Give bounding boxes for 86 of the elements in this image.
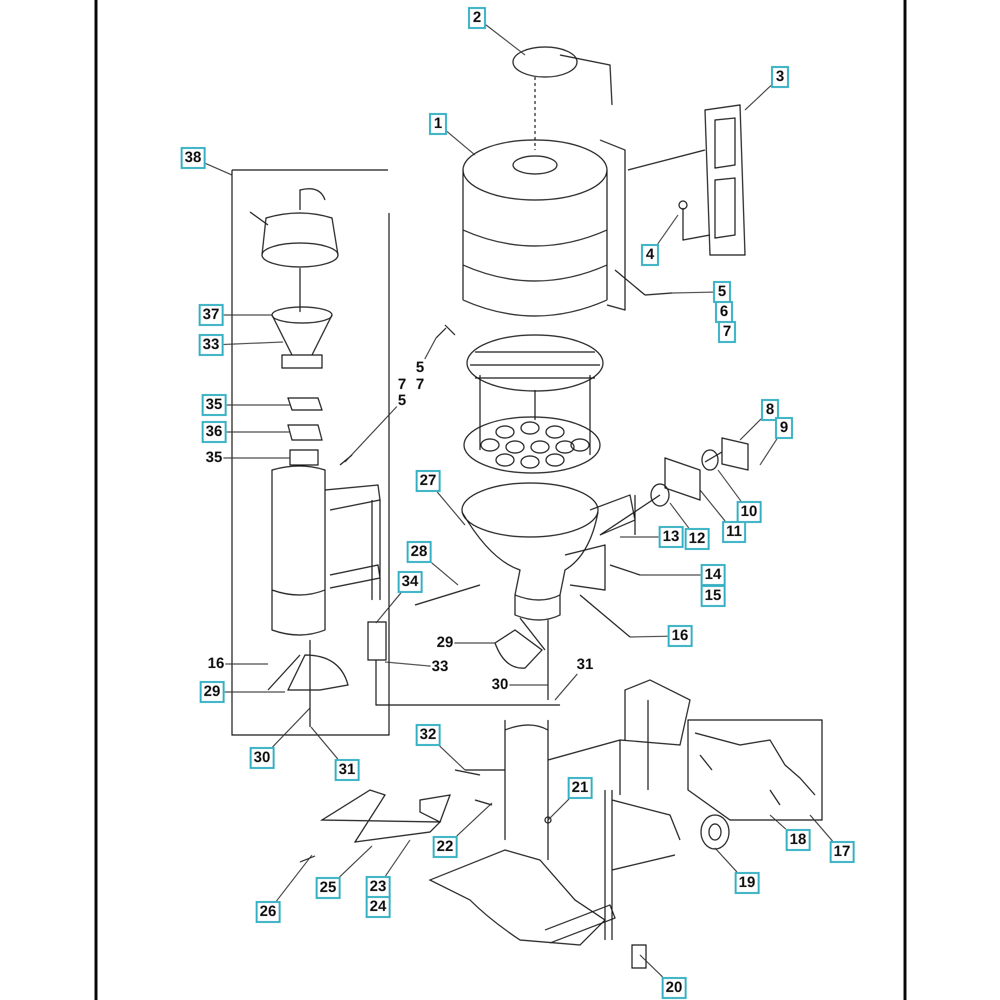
- leader-line: [446, 131, 476, 156]
- leader-line: [310, 726, 338, 760]
- leader-line: [424, 338, 436, 360]
- leader-line: [344, 406, 398, 462]
- leader-line: [204, 162, 232, 176]
- callout-number: 24: [366, 896, 390, 918]
- callout-number: 5: [396, 392, 408, 410]
- leader-line: [508, 684, 548, 686]
- callout-number: 28: [406, 541, 432, 563]
- callout-number: 7: [718, 321, 736, 343]
- leader-line: [439, 746, 466, 770]
- callout-number: 36: [202, 421, 226, 443]
- callout-number: 32: [416, 724, 440, 746]
- callout-number: 14: [700, 564, 726, 586]
- callout-number: 5: [713, 281, 731, 303]
- leader-line: [554, 674, 578, 700]
- callout-number: 22: [432, 836, 458, 858]
- leader-line: [640, 954, 664, 978]
- callout-number: 16: [668, 625, 692, 647]
- leader-line: [272, 708, 310, 748]
- callout-number: 15: [700, 585, 726, 607]
- leader-line: [548, 798, 570, 820]
- callout-number: 29: [200, 681, 224, 703]
- callout-number: 31: [576, 656, 594, 674]
- callout-number: 34: [398, 571, 422, 593]
- callout-number: 5: [414, 359, 426, 377]
- leader-line: [657, 214, 678, 244]
- callout-number: 11: [722, 521, 746, 543]
- callout-number: 35: [204, 449, 224, 467]
- callout-number: 8: [761, 399, 779, 421]
- leader-line: [620, 536, 660, 538]
- callout-number: 37: [198, 304, 224, 326]
- callout-number: 4: [641, 244, 659, 266]
- callout-number: 25: [316, 877, 340, 899]
- callout-number: 7: [414, 376, 426, 394]
- leader-line: [384, 662, 432, 667]
- callout-number: 17: [830, 841, 854, 863]
- leader-line: [640, 574, 702, 576]
- leader-line: [436, 492, 466, 526]
- callout-number: 16: [206, 655, 226, 673]
- leader-line: [770, 814, 786, 830]
- callout-number: 38: [180, 147, 206, 169]
- callout-number: 9: [775, 417, 793, 439]
- callout-number: 3: [771, 66, 789, 88]
- callout-number: 2: [468, 7, 486, 29]
- leader-line: [672, 292, 714, 294]
- leader-line: [454, 642, 496, 644]
- leader-line: [700, 490, 726, 522]
- leader-line: [760, 438, 778, 466]
- leader-line: [222, 342, 284, 345]
- leader-line: [810, 814, 833, 842]
- leader-line: [630, 636, 668, 638]
- leader-line: [718, 470, 742, 502]
- callout-number: 18: [786, 829, 810, 851]
- callout-number: 30: [250, 747, 274, 769]
- callout-number: 19: [734, 872, 760, 894]
- leader-line: [714, 848, 738, 872]
- leader-line: [339, 846, 372, 878]
- callout-number: 13: [658, 526, 684, 548]
- leader-line: [670, 502, 690, 528]
- leader-line: [376, 592, 402, 624]
- callout-number: 23: [366, 876, 390, 898]
- leader-line: [456, 802, 492, 836]
- leader-line: [222, 314, 272, 316]
- callout-number: 31: [334, 759, 360, 781]
- callout-number: 33: [198, 334, 224, 356]
- callout-number: 33: [430, 658, 450, 676]
- callout-number: 7: [396, 376, 408, 394]
- callout-number: 21: [568, 777, 592, 799]
- callout-number: 6: [715, 301, 733, 323]
- leader-line: [486, 24, 526, 56]
- callout-number: 30: [490, 676, 510, 694]
- leader-line: [226, 404, 290, 406]
- leader-line: [740, 418, 762, 440]
- callout-number: 27: [416, 470, 440, 492]
- callout-number: 29: [436, 634, 454, 652]
- callout-number: 10: [736, 501, 762, 523]
- callout-number: 1: [429, 113, 447, 135]
- leader-line: [430, 562, 458, 586]
- leader-line: [744, 84, 772, 110]
- callout-number: 26: [256, 901, 280, 923]
- callout-number: 35: [202, 394, 226, 416]
- leader-line: [276, 854, 312, 902]
- callout-number: 12: [684, 528, 710, 550]
- callout-number: 20: [662, 977, 686, 999]
- leader-line: [385, 840, 410, 876]
